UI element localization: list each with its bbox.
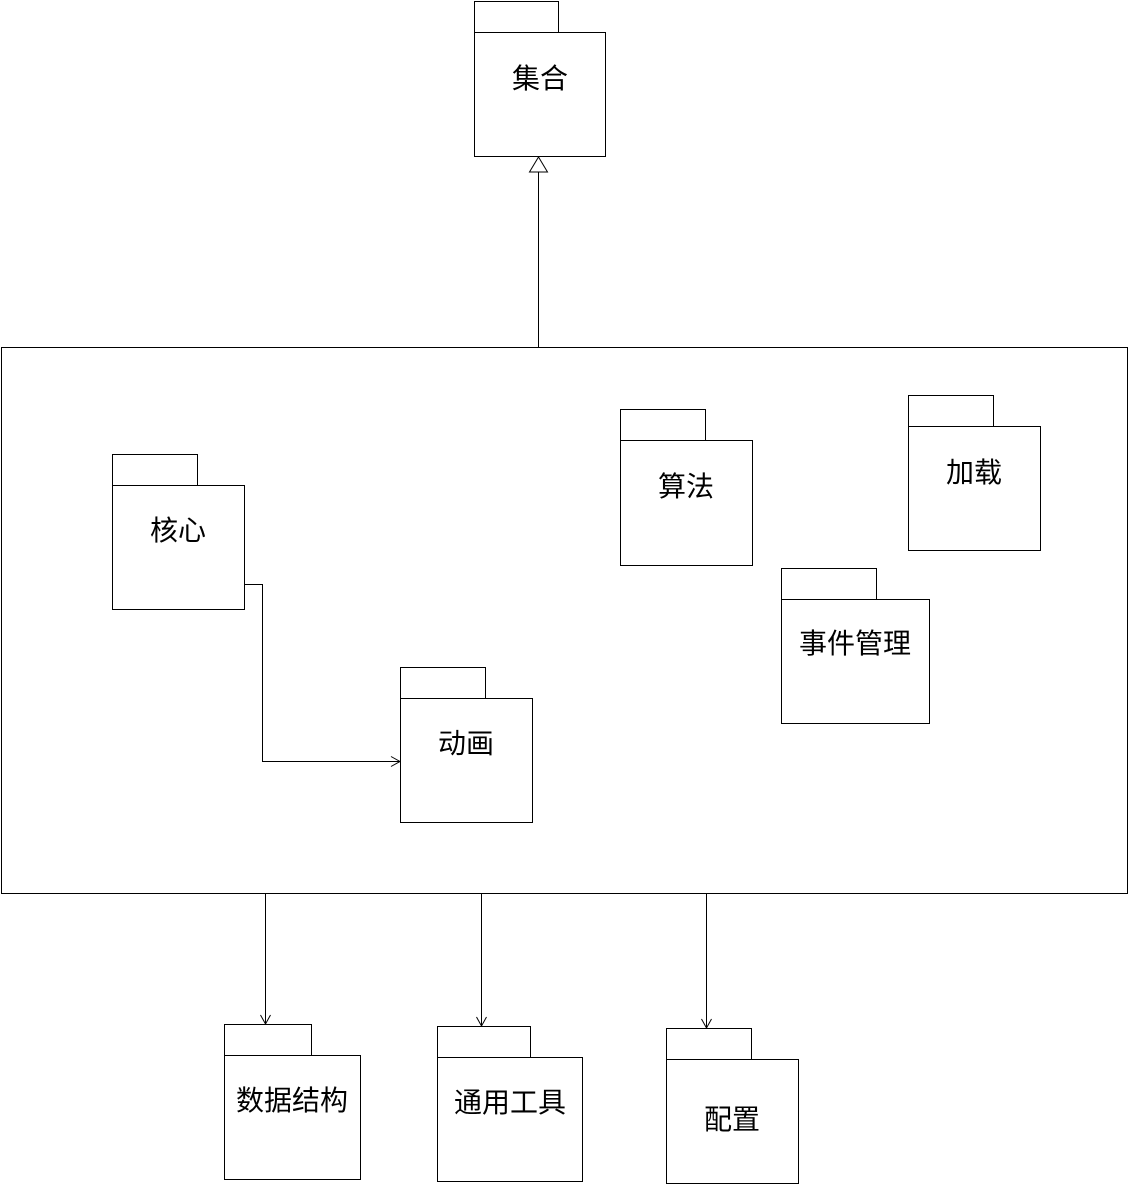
package-algorithm[interactable]: 算法 [620, 409, 753, 566]
package-data-structure-tab [224, 1024, 312, 1056]
open-arrowhead [260, 1014, 271, 1026]
package-loading-tab [908, 395, 994, 427]
package-collection[interactable]: 集合 [474, 1, 606, 157]
package-common-tools-label: 通用工具 [454, 1086, 566, 1119]
dependency-frame-to-common-tools [476, 894, 487, 1028]
package-algorithm-label: 算法 [658, 470, 714, 503]
package-event-management-label: 事件管理 [799, 627, 911, 660]
package-data-structure-label: 数据结构 [236, 1084, 348, 1117]
package-event-management[interactable]: 事件管理 [781, 568, 930, 724]
package-data-structure-body [224, 1055, 361, 1180]
package-config-body [666, 1059, 799, 1184]
dependency-core-to-animation [245, 584, 402, 767]
package-core-label: 核心 [150, 514, 206, 547]
package-collection-body [474, 32, 606, 157]
package-algorithm-tab [620, 409, 706, 441]
dependency-frame-to-config [701, 894, 712, 1030]
generalization-frame-to-collection [528, 156, 549, 347]
package-animation-tab [400, 667, 486, 699]
package-config-tab [666, 1028, 752, 1060]
package-loading-body [908, 426, 1041, 551]
package-common-tools-body [437, 1057, 583, 1182]
package-data-structure[interactable]: 数据结构 [224, 1024, 361, 1180]
package-collection-label: 集合 [512, 62, 568, 95]
package-animation-label: 动画 [438, 727, 494, 760]
package-loading[interactable]: 加载 [908, 395, 1041, 551]
package-event-management-tab [781, 568, 877, 600]
hollow-triangle-arrowhead [528, 156, 549, 173]
dependency-frame-to-data-structure [260, 894, 271, 1026]
package-core-tab [112, 454, 198, 486]
open-arrowhead [476, 1016, 487, 1028]
package-config[interactable]: 配置 [666, 1028, 799, 1184]
package-core[interactable]: 核心 [112, 454, 245, 610]
open-arrowhead [701, 1018, 712, 1030]
package-animation[interactable]: 动画 [400, 667, 533, 823]
package-collection-tab [474, 1, 559, 33]
package-loading-label: 加载 [946, 456, 1002, 489]
package-common-tools[interactable]: 通用工具 [437, 1026, 583, 1182]
package-algorithm-body [620, 440, 753, 566]
open-arrowhead [390, 756, 402, 767]
package-core-body [112, 485, 245, 610]
package-common-tools-tab [437, 1026, 531, 1058]
package-config-label: 配置 [704, 1103, 760, 1136]
package-animation-body [400, 698, 533, 823]
dependency-line [245, 584, 400, 762]
package-event-management-body [781, 599, 930, 724]
